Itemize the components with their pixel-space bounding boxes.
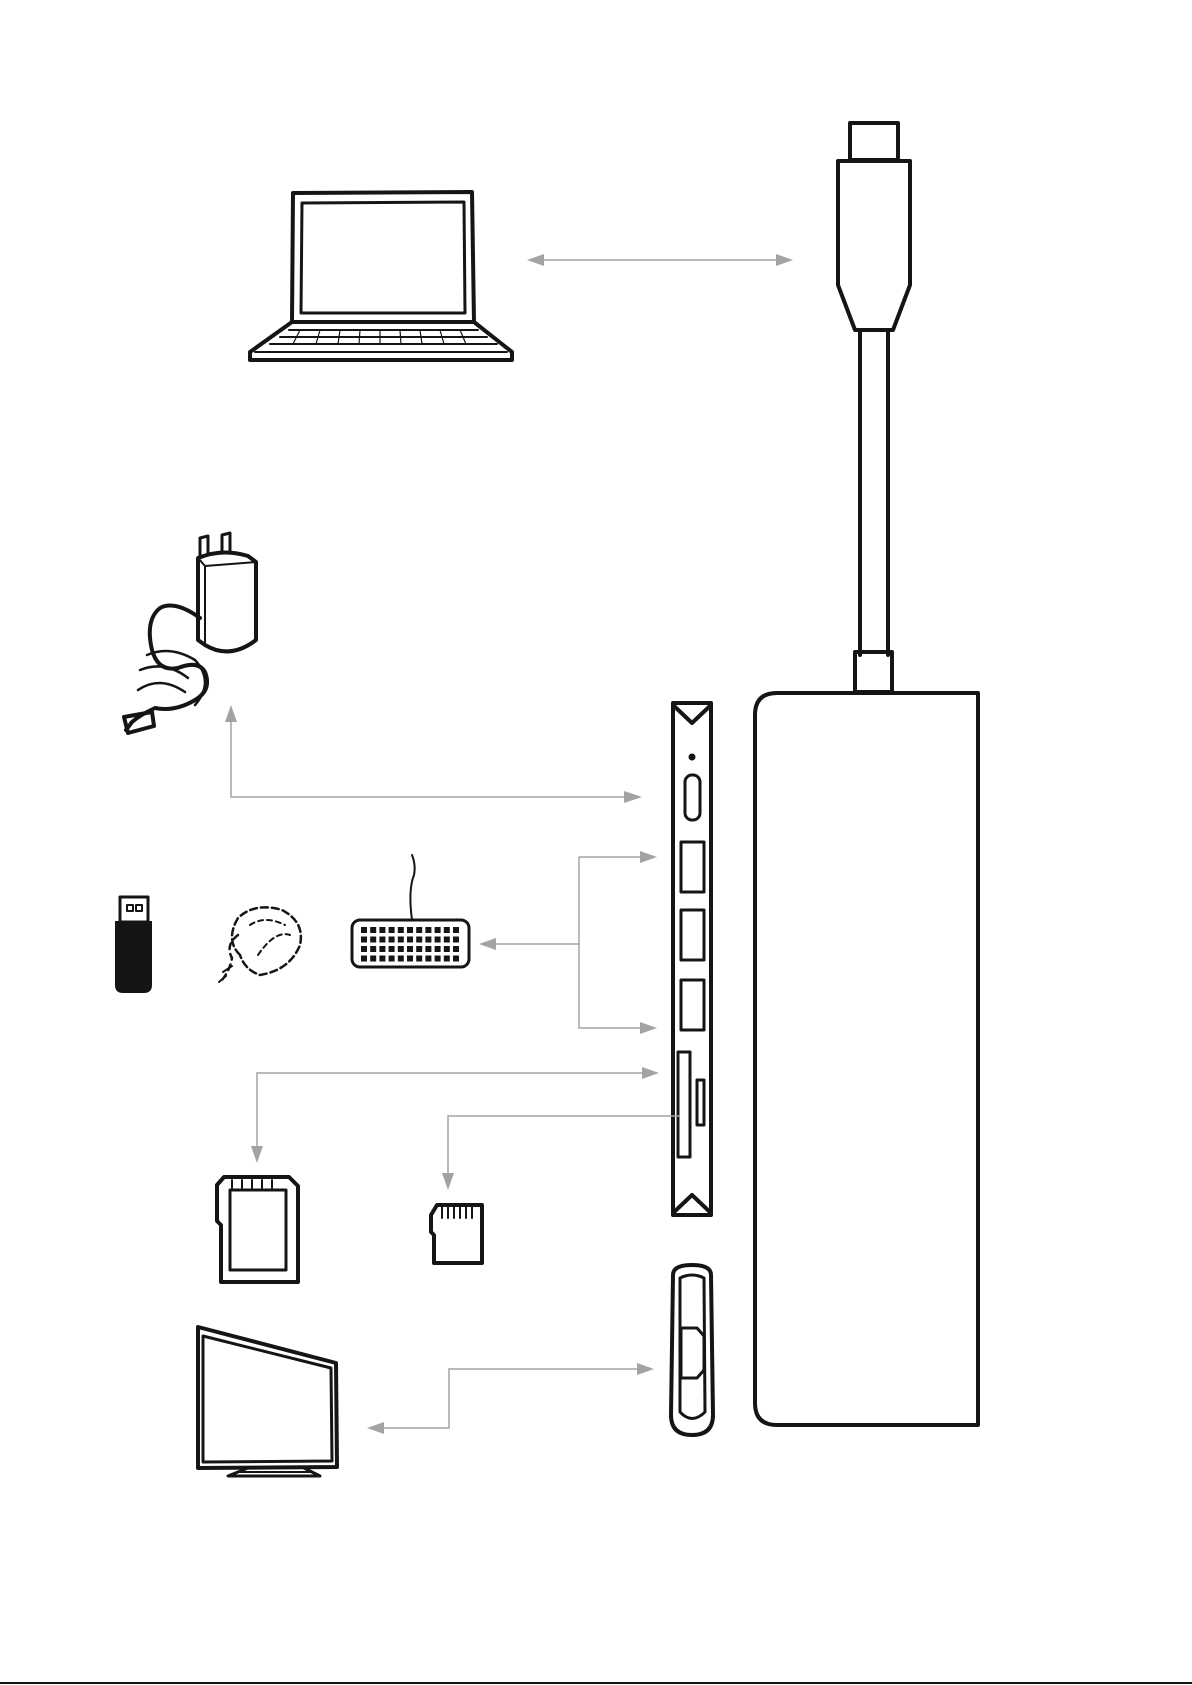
power-adapter-icon [124, 533, 256, 733]
connection-hdmi [367, 1363, 654, 1434]
mouse-icon [219, 907, 301, 982]
keyboard-key [435, 946, 441, 952]
keyboard-key [398, 956, 404, 962]
keyboard-key [370, 937, 376, 943]
usb-flash-drive-icon [116, 897, 151, 992]
keyboard-key [416, 927, 422, 933]
keyboard-key [361, 956, 367, 962]
keyboard-key [389, 946, 395, 952]
keyboard-key [444, 937, 450, 943]
connection-power [225, 705, 642, 803]
connection-laptop [527, 254, 793, 266]
keyboard-key [416, 937, 422, 943]
connection-usb-a [479, 851, 657, 1034]
hdmi-port [671, 1265, 713, 1435]
keyboard-key [453, 946, 459, 952]
keyboard-key [370, 927, 376, 933]
keyboard-key [361, 946, 367, 952]
usb-c-hub-icon [755, 693, 978, 1425]
keyboard-key [379, 937, 385, 943]
keyboard-key [425, 946, 431, 952]
keyboard-key [444, 956, 450, 962]
keyboard-key [407, 927, 413, 933]
keyboard-key [435, 937, 441, 943]
keyboard-key [361, 927, 367, 933]
connection-micro-sd [442, 1116, 680, 1190]
keyboard-key [370, 946, 376, 952]
keyboard-key [453, 956, 459, 962]
keyboard-key [444, 946, 450, 952]
keyboard-key [416, 956, 422, 962]
keyboard-key [398, 937, 404, 943]
keyboard-key [379, 946, 385, 952]
keyboard-key [407, 946, 413, 952]
keyboard-key [425, 956, 431, 962]
keyboard-key [425, 937, 431, 943]
keyboard-key [444, 927, 450, 933]
keyboard-key [435, 927, 441, 933]
usb-a-port-1 [681, 842, 704, 892]
keyboard-key [379, 927, 385, 933]
sd-card-icon [217, 1177, 298, 1282]
keyboard-key [435, 956, 441, 962]
keyboard-key [453, 937, 459, 943]
keyboard-key [370, 956, 376, 962]
keyboard-key [407, 956, 413, 962]
keyboard-key [407, 937, 413, 943]
keyboard-key [379, 956, 385, 962]
usb-c-pd-port [685, 775, 700, 820]
keyboard-key [389, 937, 395, 943]
usb-a-port-3 [681, 980, 704, 1030]
keyboard-key [453, 927, 459, 933]
usb-a-port-2 [681, 910, 704, 960]
led-indicator [689, 754, 695, 760]
connection-sd-card [251, 1067, 659, 1163]
keyboard-key [425, 927, 431, 933]
keyboard-keys [361, 927, 459, 962]
keyboard-key [361, 937, 367, 943]
monitor-icon [198, 1327, 337, 1476]
keyboard-key [389, 956, 395, 962]
keyboard-icon [352, 855, 469, 967]
sd-card-slot [678, 1052, 690, 1157]
keyboard-key [398, 927, 404, 933]
usb-c-plug-icon [838, 123, 910, 692]
keyboard-key [389, 927, 395, 933]
keyboard-key [398, 946, 404, 952]
keyboard-key [416, 946, 422, 952]
micro-sd-card-icon [431, 1205, 482, 1263]
micro-sd-card-slot [697, 1080, 704, 1125]
laptop-icon [250, 192, 512, 360]
